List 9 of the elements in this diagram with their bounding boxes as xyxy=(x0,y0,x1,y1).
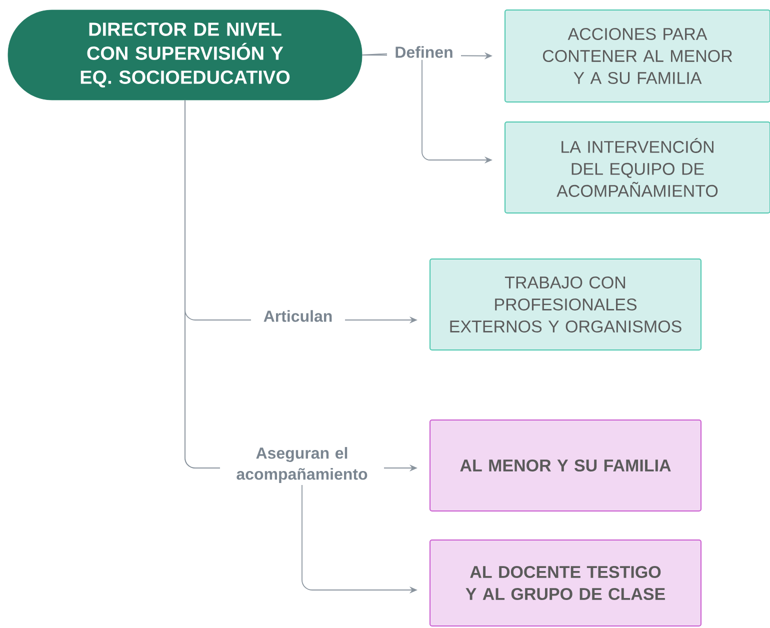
process-box: ACCIONES PARA CONTENER AL MENOR Y A SU FAMILIA xyxy=(504,10,770,102)
process-box: AL DOCENTE TESTIGO Y AL GRUPO DE CLASE xyxy=(430,540,702,626)
rounded-box: DIRECTOR DE NIVEL CON SUPERVISIÓN Y EQ. SOCIOEDUCATIVO xyxy=(8,10,362,100)
edge-label: Aseguran el acompañamiento xyxy=(220,445,384,485)
edge-label: Definen xyxy=(387,44,461,60)
process-box: LA INTERVENCIÓN DEL EQUIPO DE ACOMPAÑAMIENTO xyxy=(504,122,770,214)
edge-label: Articulan xyxy=(251,308,345,324)
process-box: AL MENOR Y SU FAMILIA xyxy=(430,420,702,512)
process-box: TRABAJO CON PROFESIONALES EXTERNOS Y ORGANISMOS xyxy=(430,258,702,350)
